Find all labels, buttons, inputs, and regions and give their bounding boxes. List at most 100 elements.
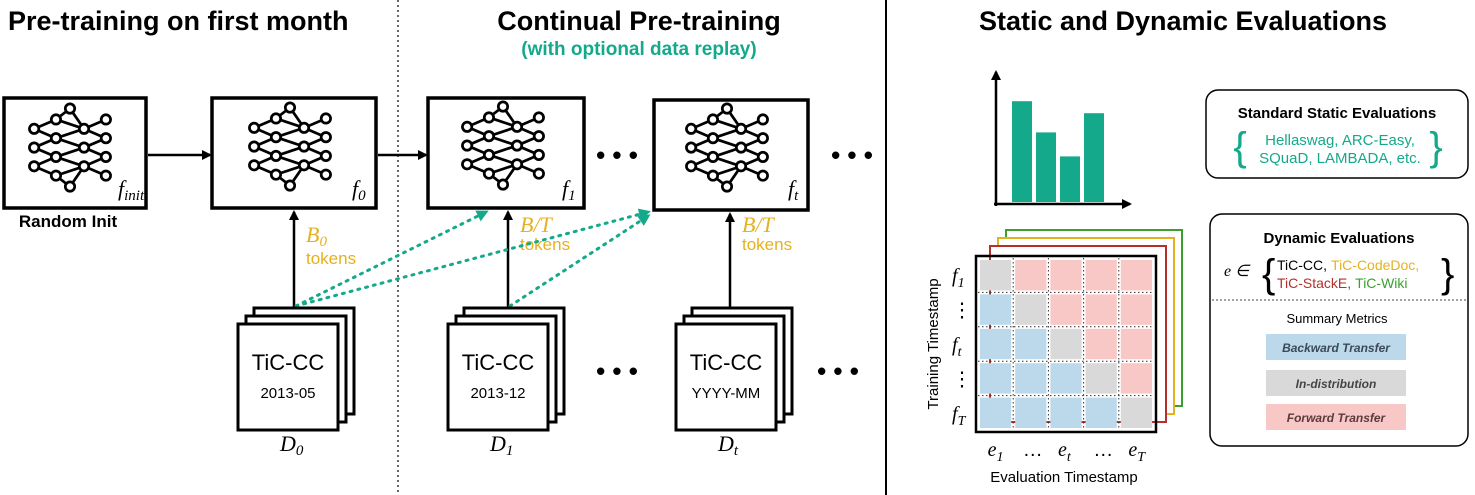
matrix-xlabel: Evaluation Timestamp <box>990 469 1138 486</box>
dynamic-eval-title: Dynamic Evaluations <box>1264 230 1415 247</box>
model-box-ft <box>652 98 810 212</box>
dataset-stack-t <box>674 306 794 432</box>
matrix-row-label: fT <box>952 403 967 429</box>
token-bt-1-label: tokens <box>520 235 570 254</box>
metric-indist-box <box>1266 370 1406 396</box>
model-box-f1 <box>426 96 586 210</box>
matrix-col-label: … <box>1023 439 1043 461</box>
matrix-cell <box>1015 294 1047 325</box>
matrix-col-label: et <box>1058 439 1072 465</box>
bar-3 <box>1084 113 1104 202</box>
summary-metrics-title: Summary Metrics <box>1286 311 1388 326</box>
dataset-1-name: TiC-CC <box>462 350 535 375</box>
matrix-cell <box>980 260 1012 291</box>
dataset-0-name: TiC-CC <box>252 350 325 375</box>
dataset-0-date: 2013-05 <box>260 385 315 402</box>
matrix-cell <box>1085 260 1117 291</box>
matrix-cell <box>1120 397 1152 428</box>
static-eval-box: Standard Static Evaluations { Hellaswag,… <box>1205 89 1469 179</box>
static-eval-title: Standard Static Evaluations <box>1238 105 1436 122</box>
model-box-f0 <box>210 96 378 210</box>
token-b0-label: tokens <box>306 249 356 268</box>
matrix-cell <box>1050 260 1082 291</box>
static-eval-line2: SQuaD, LAMBADA, etc. <box>1259 150 1421 167</box>
ellipsis-data-2: • • • <box>817 356 859 386</box>
matrix-cell <box>1085 363 1117 394</box>
matrix-front-border <box>974 254 1158 434</box>
eval-matrix <box>974 229 1183 434</box>
title-continual: Continual Pre-training <box>497 6 781 36</box>
matrix-cell <box>1120 328 1152 360</box>
static-eval-brace-open: { <box>1233 125 1246 169</box>
label-random-init: Random Init <box>19 212 118 231</box>
dataset-stack-1 <box>446 306 566 432</box>
label-f0: f0 <box>352 176 366 204</box>
metric-indist-label: In-distribution <box>1296 377 1377 391</box>
dataset-t-date: YYYY-MM <box>692 385 761 402</box>
matrix-cell <box>980 363 1012 394</box>
matrix-cell <box>1120 294 1152 325</box>
dynamic-brace-open: { <box>1262 252 1275 296</box>
dynamic-line1: TiC-CC,TiC-CodeDoc, <box>1277 257 1419 273</box>
matrix-ylabel: Training Timestamp <box>925 278 942 409</box>
label-ft: ft <box>788 176 799 204</box>
matrix-cell <box>1120 260 1152 291</box>
token-bt-2-label: tokens <box>742 235 792 254</box>
matrix-row-label: f1 <box>952 265 965 291</box>
replay-arrows <box>294 208 651 308</box>
label-f1: f1 <box>562 176 576 204</box>
matrix-cell <box>1015 397 1047 428</box>
matrix-cell <box>1050 328 1082 360</box>
token-bt-1: B/T <box>520 212 554 237</box>
dynamic-eval-box: Dynamic Evaluations e ∈ { TiC-CC,TiC-Cod… <box>1209 213 1469 447</box>
dataset-1-date: 2013-12 <box>470 385 525 402</box>
static-eval-brace-close: } <box>1429 125 1442 169</box>
ellipsis-data-1: • • • <box>596 356 638 386</box>
matrix-cell <box>1015 260 1047 291</box>
matrix-cell <box>1050 294 1082 325</box>
matrix-cell <box>1085 397 1117 428</box>
matrix-cell <box>1050 363 1082 394</box>
matrix-cell <box>1015 363 1047 394</box>
label-f-init: finit <box>118 176 145 204</box>
dynamic-eval-e-in: e ∈ <box>1224 263 1251 280</box>
dataset-t-name: TiC-CC <box>690 350 763 375</box>
dataset-1-symbol: D1 <box>489 431 513 459</box>
dynamic-line2: TiC-StackE,TiC-Wiki <box>1277 275 1408 291</box>
dataset-stack-0 <box>236 306 356 432</box>
token-bt-2: B/T <box>742 212 776 237</box>
matrix-col-label: … <box>1093 439 1113 461</box>
token-b0: B0 <box>306 222 327 250</box>
matrix-cell <box>980 294 1012 325</box>
matrix-cell <box>1085 294 1117 325</box>
bar-0 <box>1012 101 1032 202</box>
metric-backward-label: Backward Transfer <box>1282 341 1391 355</box>
matrix-cell <box>1015 328 1047 360</box>
matrix-col-label: eT <box>1128 439 1146 465</box>
matrix-row-label: ⋮ <box>952 300 972 322</box>
bar-2 <box>1060 156 1080 202</box>
bar-1 <box>1036 132 1056 202</box>
metric-forward-box <box>1266 404 1406 430</box>
subtitle-replay: (with optional data replay) <box>521 39 756 60</box>
dynamic-brace-close: } <box>1441 252 1454 296</box>
dataset-0-symbol: D0 <box>279 431 304 459</box>
matrix-cell <box>1120 363 1152 394</box>
matrix-cell <box>980 328 1012 360</box>
metric-forward-label: Forward Transfer <box>1287 411 1387 425</box>
matrix-row-label: ⋮ <box>952 368 972 390</box>
matrix-cell <box>1085 328 1117 360</box>
title-evaluations: Static and Dynamic Evaluations <box>979 6 1387 36</box>
ellipsis-models-1: • • • <box>596 140 638 170</box>
title-pretraining: Pre-training on first month <box>8 6 349 36</box>
matrix-col-label: e1 <box>988 439 1004 465</box>
matrix-cell <box>980 397 1012 428</box>
matrix-cell <box>1050 397 1082 428</box>
dataset-t-symbol: Dt <box>717 431 739 459</box>
ellipsis-models-2: • • • <box>831 140 873 170</box>
static-eval-line1: Hellaswag, ARC-Easy, <box>1265 132 1415 149</box>
matrix-row-label: ft <box>952 334 963 360</box>
metric-backward-box <box>1266 334 1406 360</box>
static-bar-chart <box>991 70 1132 209</box>
